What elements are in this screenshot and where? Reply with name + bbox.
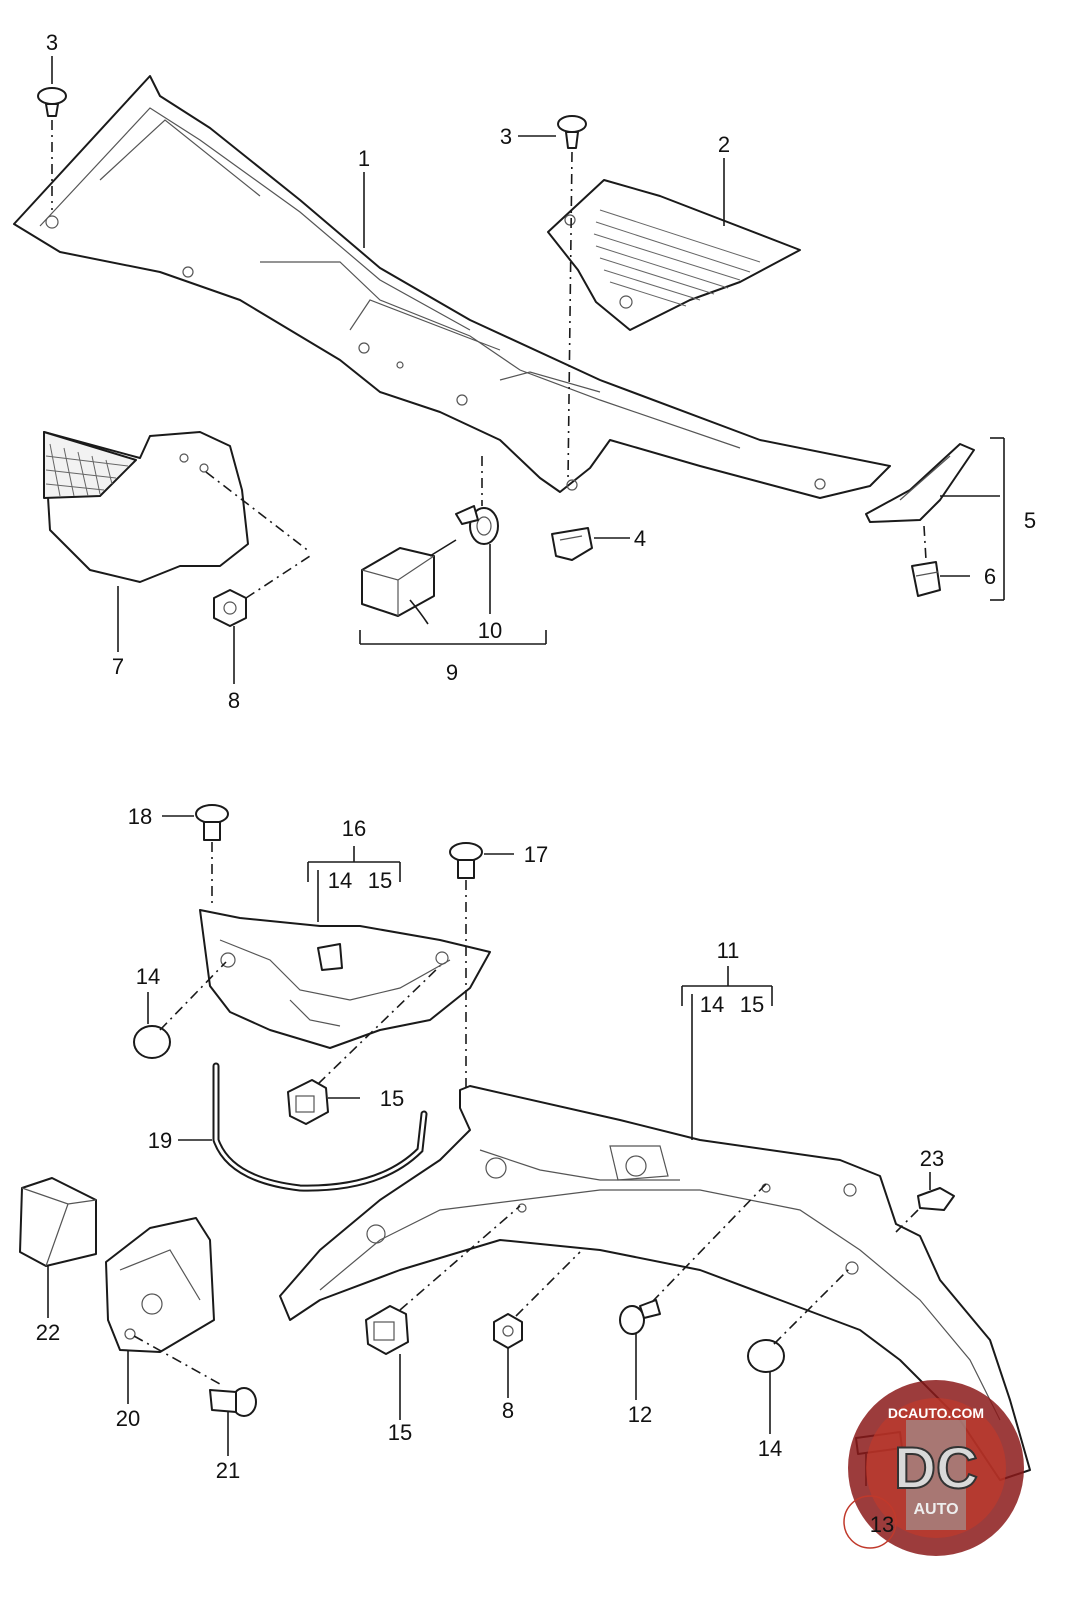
callout-6: 6	[984, 564, 996, 589]
part-12-screw	[619, 1183, 767, 1335]
callout-11-sub-14: 14	[700, 992, 724, 1017]
callout-labels: 3 3 1 2 4 5 6 7 8 9 10 18 16 14 15 17 14…	[36, 30, 1036, 1483]
part-17-screw	[449, 842, 483, 1090]
part-10-grommet	[455, 456, 499, 545]
callout-12: 12	[628, 1402, 652, 1427]
callout-7: 7	[112, 654, 124, 679]
callout-9: 9	[446, 660, 458, 685]
dcauto-watermark-logo: DCAUTO.COM DC AUTO 13	[843, 1380, 1024, 1556]
part-22-cap	[19, 1177, 97, 1267]
callout-14: 14	[136, 964, 160, 989]
part-9-motor-assembly	[361, 539, 457, 625]
part-5-bracket	[865, 443, 975, 523]
callout-1: 1	[358, 146, 370, 171]
callout-19: 19	[148, 1128, 172, 1153]
part-16-panel	[199, 909, 491, 1049]
callout-8: 8	[228, 688, 240, 713]
part-23-clip	[895, 1187, 955, 1233]
part-3-push-rivet-left	[37, 87, 67, 210]
callout-22: 22	[36, 1320, 60, 1345]
part-21-bolt	[209, 1387, 257, 1417]
callout-4: 4	[634, 526, 646, 551]
part-15-grommet-upper	[287, 965, 441, 1125]
callout-3: 3	[46, 30, 58, 55]
part-14-plug-right	[747, 1267, 851, 1373]
callout-3: 3	[500, 124, 512, 149]
callout-16-sub-14: 14	[328, 868, 352, 893]
callout-17: 17	[524, 842, 548, 867]
part-18-screw	[195, 804, 229, 908]
callout-11: 11	[717, 938, 740, 963]
callout-16-sub-15: 15	[368, 868, 392, 893]
part-20-bracket	[105, 1217, 221, 1385]
callout-2: 2	[718, 132, 730, 157]
part-6-clip-nut	[911, 525, 941, 597]
part-3-push-rivet-right	[557, 115, 587, 481]
watermark-sub: AUTO	[913, 1501, 958, 1518]
callout-23: 23	[920, 1146, 944, 1171]
callout-13: 13	[870, 1512, 894, 1537]
part-1-cowl-panel	[13, 75, 891, 499]
callout-5: 5	[1024, 508, 1036, 533]
callout-11-sub-15: 15	[740, 992, 764, 1017]
part-8-nut-bottom	[493, 1251, 581, 1349]
callout-10: 10	[478, 618, 502, 643]
part-11-lower-panel	[279, 1085, 1031, 1481]
callout-20: 20	[116, 1406, 140, 1431]
callout-14: 14	[758, 1436, 782, 1461]
callout-16: 16	[342, 816, 366, 841]
part-2-grille-panel	[547, 179, 801, 331]
callout-15: 15	[388, 1420, 412, 1445]
part-19-hose	[212, 1062, 428, 1192]
callout-18: 18	[128, 804, 152, 829]
watermark-site: DCAUTO.COM	[888, 1405, 984, 1421]
callout-15: 15	[380, 1086, 404, 1111]
part-7-cover	[43, 431, 311, 583]
part-8-nut-top	[213, 555, 311, 627]
part-14-plug-left	[133, 961, 227, 1059]
watermark-logo: DC	[894, 1436, 978, 1501]
callout-8: 8	[502, 1398, 514, 1423]
callout-21: 21	[216, 1458, 240, 1483]
part-4-clip	[551, 527, 593, 561]
part-15-grommet-lower	[365, 1205, 521, 1355]
